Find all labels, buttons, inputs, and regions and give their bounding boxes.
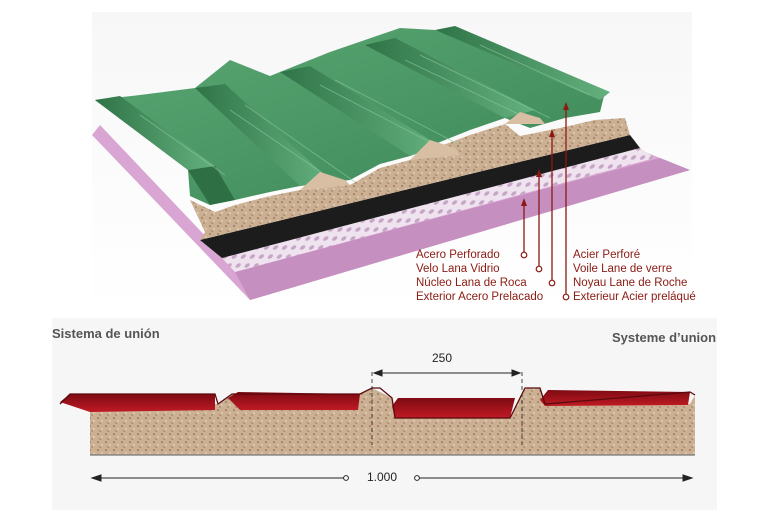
section-red-2 xyxy=(228,392,360,410)
cross-section xyxy=(59,372,696,456)
core-bump-3 xyxy=(505,112,545,124)
sheet-stripes xyxy=(139,44,591,186)
leader-lines xyxy=(523,108,567,298)
label-es-perforated-steel: Acero Perforado xyxy=(416,249,500,261)
perforated-steel-layer xyxy=(222,148,655,272)
core-bump-1 xyxy=(300,172,350,190)
rib-4 xyxy=(365,38,535,118)
dimension-label-250: 250 xyxy=(432,351,453,365)
glass-wool-veil-layer xyxy=(200,135,640,258)
dimension-250 xyxy=(372,369,522,377)
dimension-label-1000: 1.000 xyxy=(367,470,398,484)
label-fr-glass-wool-veil: Voile Lane de verre xyxy=(573,263,673,275)
title-joint-system-es: Sistema de unión xyxy=(52,326,160,341)
leader-dots xyxy=(520,251,570,301)
section-outline xyxy=(59,387,696,419)
label-es-prelacquered-steel: Exterior Acero Prelacado xyxy=(416,291,544,303)
rib-3 xyxy=(280,66,440,156)
label-es-rock-wool-core: Núcleo Lana de Roca xyxy=(416,277,527,289)
label-fr-perforated-steel: Acier Perforé xyxy=(573,249,641,261)
inner-liner-fold xyxy=(235,158,690,300)
section-red-1 xyxy=(60,394,215,412)
rock-wool-core xyxy=(190,118,630,240)
rib-face-1 xyxy=(188,166,235,205)
dimension-1000 xyxy=(90,474,694,482)
title-joint-system-fr: Systeme d’union xyxy=(612,330,717,345)
rib-5 xyxy=(435,26,610,100)
leader-arrowheads xyxy=(521,102,569,206)
label-fr-prelacquered-steel: Exterieur Acier preláqué xyxy=(573,291,696,303)
rib-2 xyxy=(195,84,330,186)
label-fr-rock-wool-core: Noyau Lane de Roche xyxy=(573,277,688,289)
core-bump-2 xyxy=(410,140,460,160)
label-es-glass-wool-veil: Velo Lana Vidrio xyxy=(416,263,500,275)
section-red-3 xyxy=(392,398,515,418)
rib-1 xyxy=(95,96,215,170)
